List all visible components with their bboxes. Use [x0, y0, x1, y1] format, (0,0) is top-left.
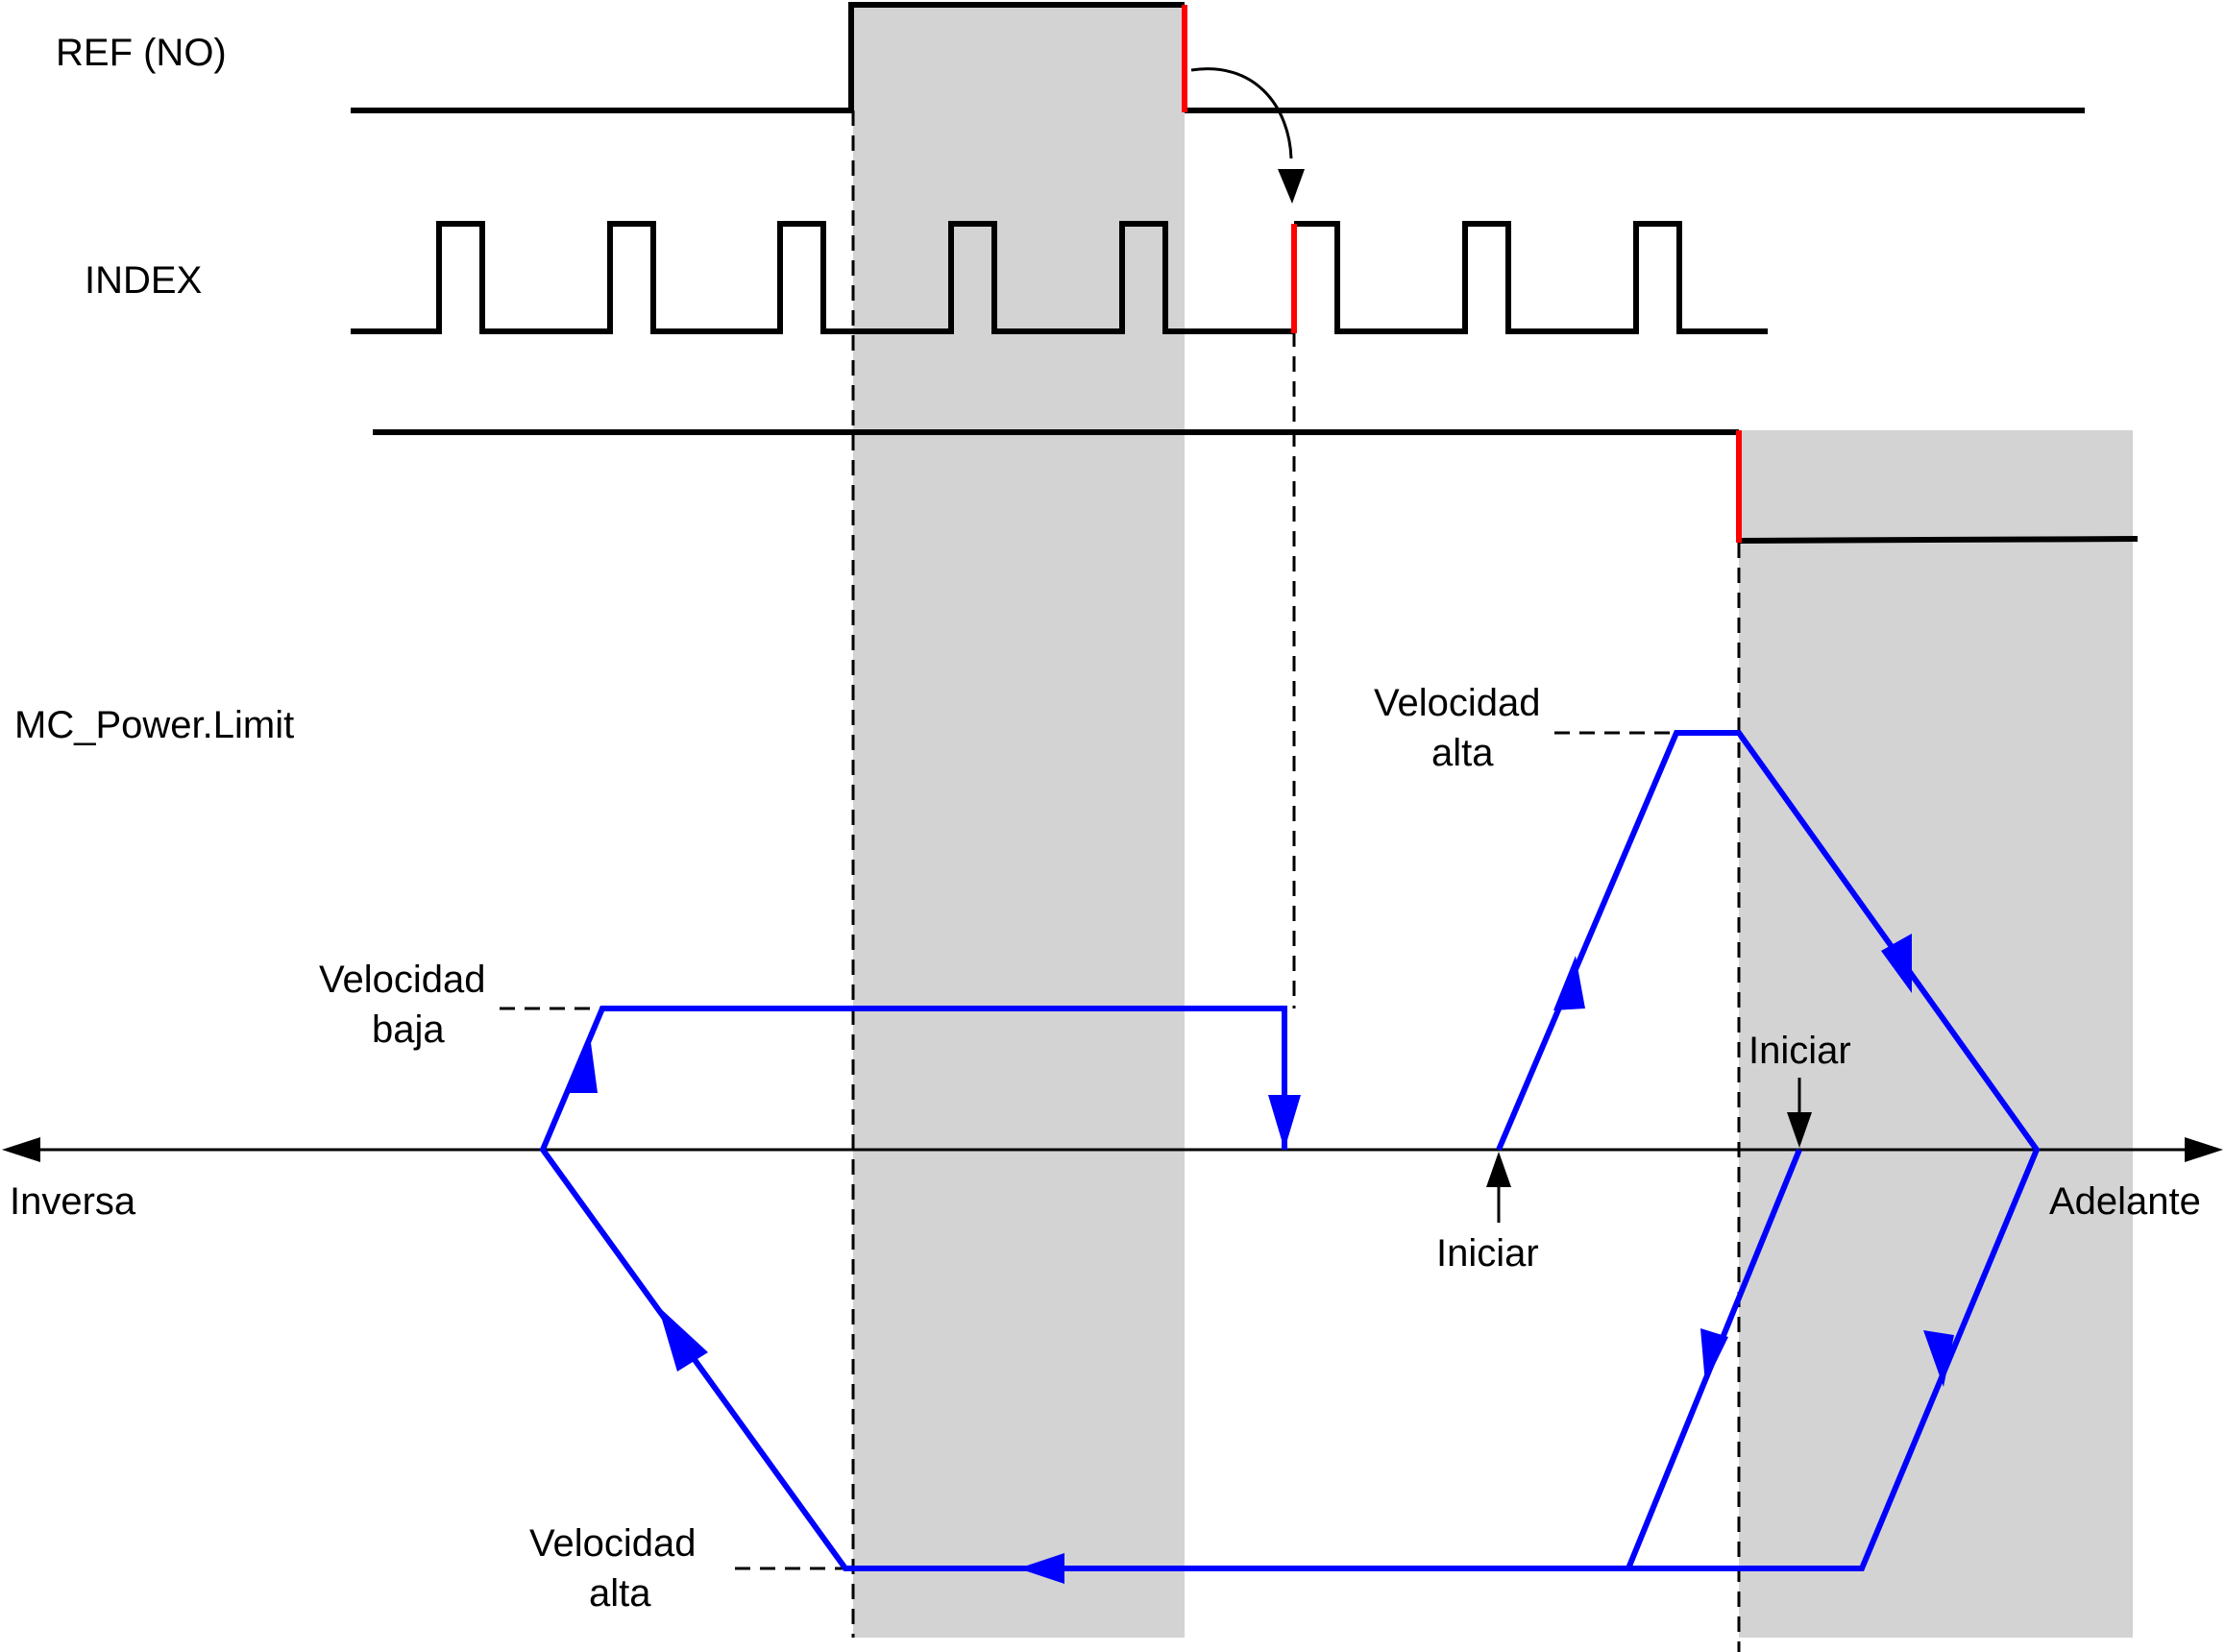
motion-profile-forward	[1496, 730, 2041, 1571]
index-signal	[351, 221, 1294, 334]
label-index: INDEX	[85, 259, 202, 302]
start-arrow-right-head	[1787, 1112, 1812, 1148]
arrowhead-up-left	[567, 1035, 598, 1093]
label-start-right: Iniciar	[1748, 1030, 1851, 1072]
arrowhead-down-right	[1881, 934, 1912, 993]
ref-signal	[351, 2, 1185, 113]
label-high-speed-top-2: alta	[1431, 732, 1494, 774]
axis-arrow-left	[2, 1137, 40, 1162]
label-limit: MC_Power.Limit	[14, 704, 294, 746]
label-ref: REF (NO)	[56, 32, 227, 74]
axis-arrow-right	[2185, 1137, 2223, 1162]
dashed-markers	[851, 110, 1741, 1652]
arrowhead-down-mid	[1700, 1328, 1728, 1384]
limit-signal-tail	[1738, 536, 2139, 544]
label-low-speed-1: Velocidad	[319, 959, 485, 1001]
label-axis-left: Inversa	[10, 1180, 136, 1223]
arrowhead-down-far-right	[1923, 1330, 1954, 1387]
ref-to-index-arrow	[1190, 67, 1293, 159]
label-high-speed-bottom-2: alta	[589, 1572, 651, 1615]
label-high-speed-top-1: Velocidad	[1374, 682, 1540, 724]
speed-leaders	[500, 731, 1676, 1570]
label-high-speed-bottom-1: Velocidad	[529, 1522, 696, 1565]
label-low-speed-2: baja	[372, 1008, 445, 1051]
motion-arrowheads	[567, 934, 1954, 1584]
label-start-left: Iniciar	[1436, 1232, 1539, 1275]
arrowhead-down-index	[1268, 1095, 1301, 1150]
arrowhead-left-bottom	[1018, 1553, 1064, 1584]
label-axis-right: Adelante	[2049, 1180, 2201, 1223]
arrowhead-diag-left	[658, 1306, 708, 1372]
limit-active-zone	[1739, 430, 2133, 1638]
index-signal-tail	[1294, 221, 1768, 334]
ref-to-index-arrowhead	[1278, 169, 1305, 204]
arrowhead-up-right	[1553, 956, 1585, 1010]
ref-active-zone	[853, 5, 1185, 1638]
start-arrow-left-head	[1486, 1152, 1511, 1187]
